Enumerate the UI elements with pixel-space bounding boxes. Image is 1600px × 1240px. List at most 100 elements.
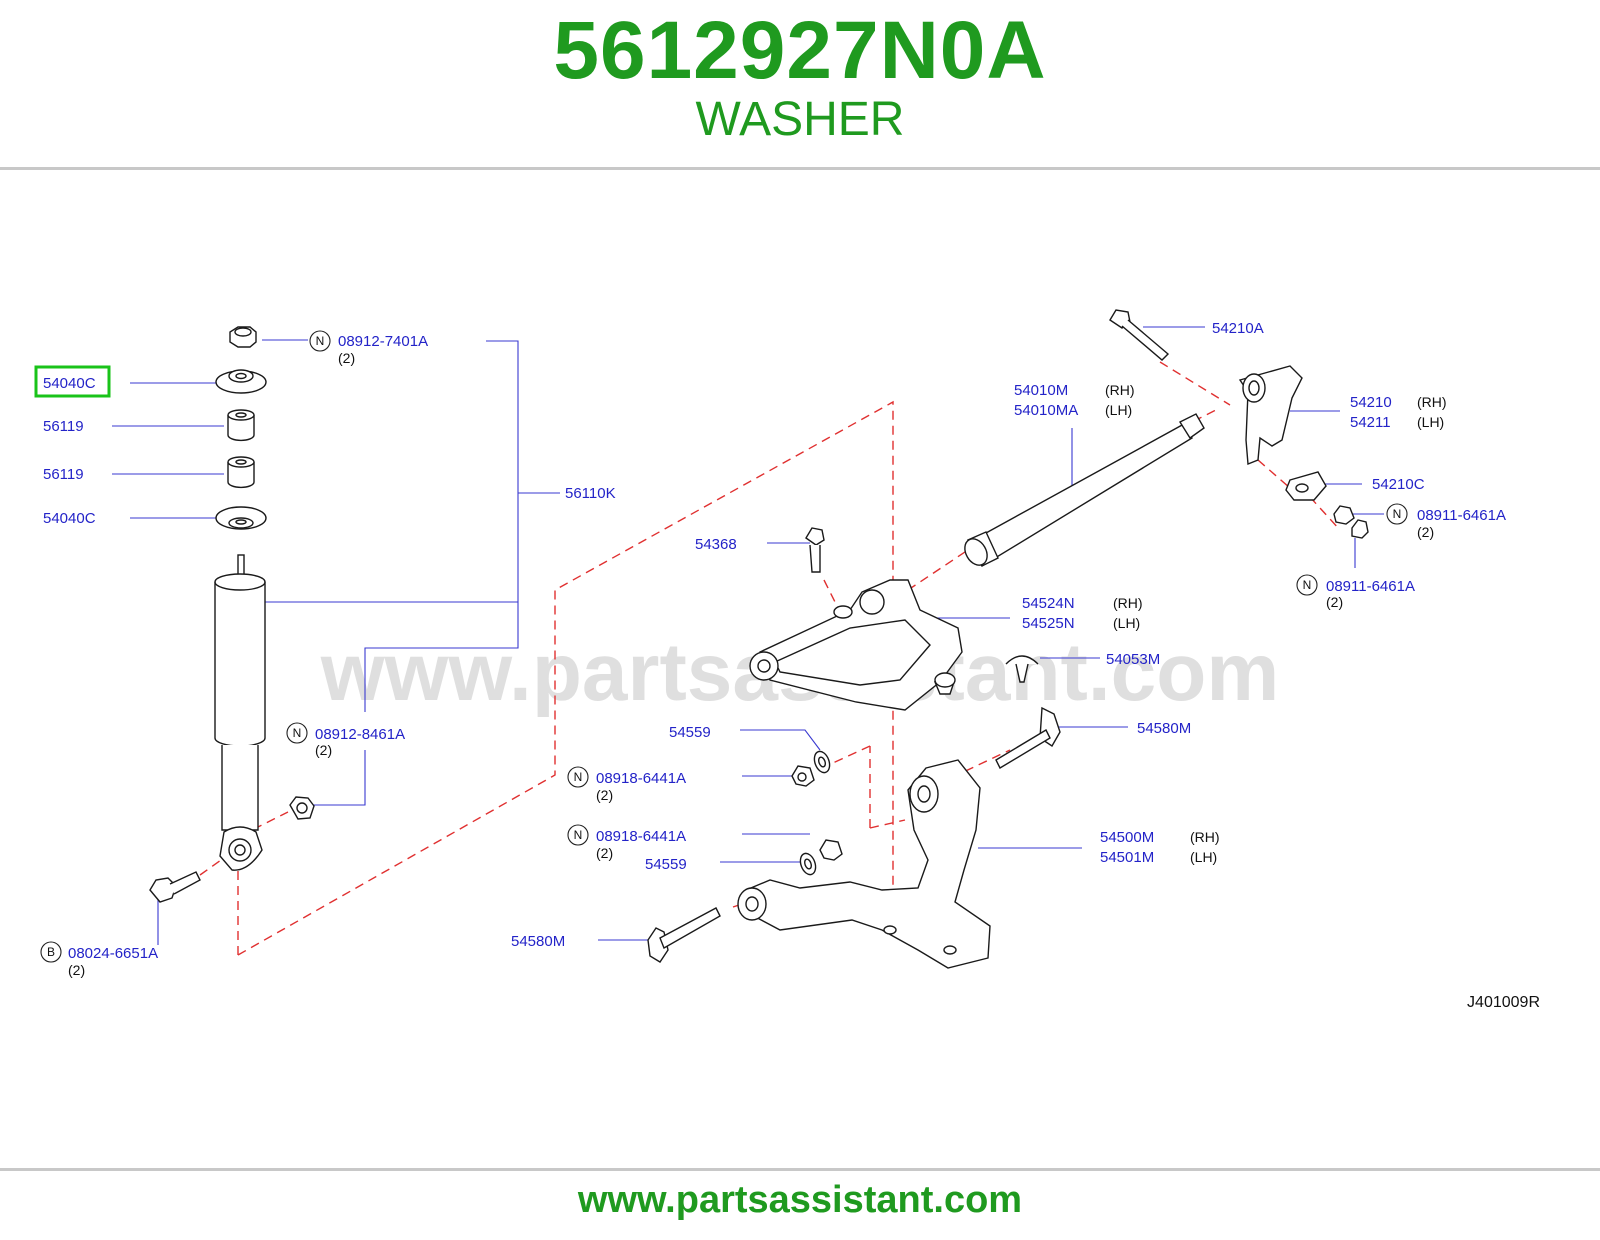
selected-part-highlight	[34, 365, 111, 398]
lower-arm-assembly	[647, 706, 1061, 969]
circle-n-08918-6441a-a	[567, 766, 589, 788]
radius-rod-assembly	[964, 309, 1369, 567]
side-note: (LH)	[1105, 402, 1132, 418]
circle-letter: N	[293, 726, 302, 740]
part-notes: (2) (2) (2) (RH) (LH) (RH) (LH) (2) (2) …	[68, 350, 1447, 978]
drawing-code: J401009R	[1467, 994, 1540, 1011]
part-link-54559-a[interactable]: 54559	[669, 724, 711, 741]
washer-54040c-top-icon	[215, 369, 267, 394]
nut-08918-6441a-b-icon	[819, 839, 843, 861]
part-labels: 54040C 56119 56119 54040C 56110K 08912-7…	[43, 320, 1506, 962]
shock-absorber-56110k-icon	[214, 554, 266, 871]
callout-leaders	[112, 326, 1384, 945]
top-nut-icon	[229, 326, 257, 348]
lower-nut-icon	[289, 796, 315, 820]
part-link-56119-a[interactable]: 56119	[43, 418, 84, 435]
parts-diagram-svg: www.partsassistant.com	[34, 309, 1540, 1011]
part-link-08024-6651a[interactable]: 08024-6651A	[68, 945, 158, 962]
bolt-54580m-a-icon	[995, 706, 1061, 769]
bushing-56119-a-icon	[227, 409, 255, 442]
circle-letter: N	[1393, 507, 1402, 521]
part-link-08918-6441a-b[interactable]: 08918-6441A	[596, 828, 686, 845]
circle-b-08024-6651a	[40, 941, 62, 963]
shock-absorber-assembly	[149, 326, 315, 903]
circle-n-08911-6461a-a	[1386, 503, 1408, 525]
upper-arm-assembly	[749, 527, 1039, 711]
qty-note: (2)	[315, 742, 332, 758]
callout-circles	[40, 330, 1408, 963]
circle-letter: N	[574, 828, 583, 842]
part-link-56110k[interactable]: 56110K	[565, 485, 616, 502]
footer-site-link[interactable]: www.partsassistant.com	[577, 1179, 1023, 1221]
cam-54210c-icon	[1285, 471, 1327, 501]
clip-54053m-icon	[1005, 655, 1039, 683]
circle-n-08911-6461a-b	[1296, 574, 1318, 596]
circle-n-08912-8461a	[286, 722, 308, 744]
side-note: (RH)	[1113, 595, 1143, 611]
part-link-54210a[interactable]: 54210A	[1212, 320, 1264, 337]
header-divider	[0, 167, 1600, 170]
washer-54040c-bottom-icon	[215, 506, 267, 530]
footer-divider	[0, 1168, 1600, 1171]
radius-rod-54010m-icon	[964, 413, 1205, 567]
part-link-54210[interactable]: 54210	[1350, 394, 1392, 411]
circle-n-08912-7401a	[309, 330, 331, 352]
part-link-54010ma[interactable]: 54010MA	[1014, 402, 1078, 419]
nut-08918-6441a-a-icon	[791, 765, 815, 787]
circle-letter: N	[1303, 578, 1312, 592]
part-link-08912-7401a[interactable]: 08912-7401A	[338, 333, 428, 350]
side-note: (LH)	[1113, 615, 1140, 631]
part-link-54368[interactable]: 54368	[695, 536, 737, 553]
qty-note: (2)	[338, 350, 355, 366]
part-link-08912-8461a[interactable]: 08912-8461A	[315, 726, 405, 743]
qty-note: (2)	[1417, 524, 1434, 540]
part-link-54211[interactable]: 54211	[1350, 414, 1391, 431]
circle-n-08918-6441a-b	[567, 824, 589, 846]
bolt-54210a-icon	[1109, 309, 1170, 361]
part-link-54501m[interactable]: 54501M	[1100, 849, 1154, 866]
qty-note: (2)	[596, 845, 613, 861]
bracket-54210-icon	[1238, 365, 1303, 466]
side-note: (LH)	[1190, 849, 1217, 865]
part-link-08911-6461a-b[interactable]: 08911-6461A	[1326, 578, 1415, 595]
part-link-54040c-top[interactable]: 54040C	[43, 375, 96, 392]
qty-note: (2)	[596, 787, 613, 803]
part-link-56119-b[interactable]: 56119	[43, 466, 84, 483]
circle-letter: N	[316, 334, 325, 348]
part-link-54040c-bottom[interactable]: 54040C	[43, 510, 96, 527]
page-header: 5612927N0A WASHER	[0, 0, 1600, 170]
washer-54559-a-icon	[813, 750, 831, 774]
part-link-54210c[interactable]: 54210C	[1372, 476, 1425, 493]
part-link-54500m[interactable]: 54500M	[1100, 829, 1154, 846]
side-note: (RH)	[1105, 382, 1135, 398]
part-link-08918-6441a-a[interactable]: 08918-6441A	[596, 770, 686, 787]
upper-link-54524n-icon	[749, 579, 963, 711]
callout-circle-letters: N N B N N N N	[47, 334, 1401, 959]
part-link-54559-b[interactable]: 54559	[645, 856, 687, 873]
nut-08911-6461a-b-icon	[1351, 519, 1369, 539]
bushing-56119-b-icon	[227, 456, 255, 489]
parts-diagram: www.partsassistant.com	[0, 290, 1600, 1050]
circle-letter: N	[574, 770, 583, 784]
bolt-08024-6651a-icon	[149, 871, 201, 903]
circle-letter: B	[47, 945, 55, 959]
side-note: (LH)	[1417, 414, 1444, 430]
side-note: (RH)	[1190, 829, 1220, 845]
part-name-subtitle: WASHER	[695, 93, 905, 146]
nut-08911-6461a-a-icon	[1333, 505, 1355, 525]
side-note: (RH)	[1417, 394, 1447, 410]
part-link-54580m-b[interactable]: 54580M	[511, 933, 565, 950]
part-link-54580m-a[interactable]: 54580M	[1137, 720, 1191, 737]
lower-link-54500m-icon	[737, 759, 991, 969]
qty-note: (2)	[1326, 594, 1343, 610]
part-link-54053m[interactable]: 54053M	[1106, 651, 1160, 668]
part-link-54525n[interactable]: 54525N	[1022, 615, 1075, 632]
bolt-54368-icon	[805, 527, 825, 573]
bolt-54580m-b-icon	[647, 907, 721, 963]
washer-54559-b-icon	[799, 852, 817, 876]
qty-note: (2)	[68, 962, 85, 978]
part-link-54524n[interactable]: 54524N	[1022, 595, 1075, 612]
part-link-54010m[interactable]: 54010M	[1014, 382, 1068, 399]
part-number-title: 5612927N0A	[553, 5, 1047, 96]
part-link-08911-6461a-a[interactable]: 08911-6461A	[1417, 507, 1506, 524]
